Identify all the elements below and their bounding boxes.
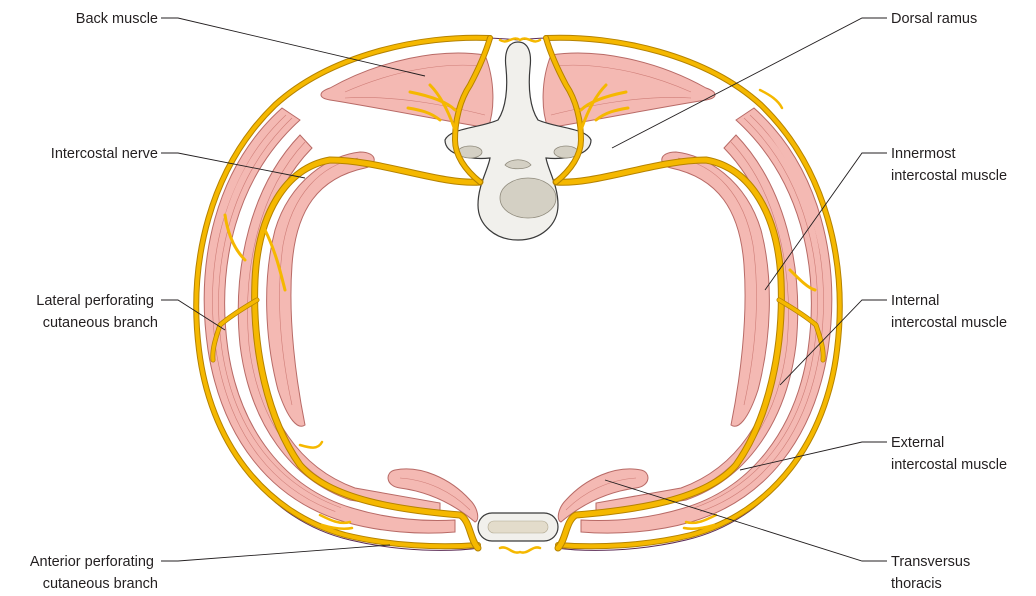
svg-text:Lateral perforating cuta: Lateral perforating cutaneous branch — [36, 293, 158, 331]
label-anterior-perforating-cutaneous-branch: Anterior perforating cutaneous branch — [30, 545, 390, 592]
svg-text:Back muscle: Back muscle — [76, 11, 158, 27]
svg-text:Internal intercostal mus: Internal intercostal muscle — [891, 293, 1007, 331]
svg-text:External intercostal mus: External intercostal muscle — [891, 435, 1007, 473]
svg-text:Transversus thoracis: Transversus thoracis — [891, 554, 974, 592]
svg-text:Dorsal ramus: Dorsal ramus — [891, 11, 977, 27]
label-back-muscle: Back muscle — [76, 11, 425, 76]
svg-text:Anterior perforating cut: Anterior perforating cutaneous branch — [30, 554, 158, 592]
svg-text:Innermost intercostal mu: Innermost intercostal muscle — [891, 146, 1007, 184]
vertebral-body — [500, 178, 556, 218]
svg-text:Intercostal nerve: Intercostal nerve — [51, 146, 158, 162]
sternum — [478, 513, 558, 541]
